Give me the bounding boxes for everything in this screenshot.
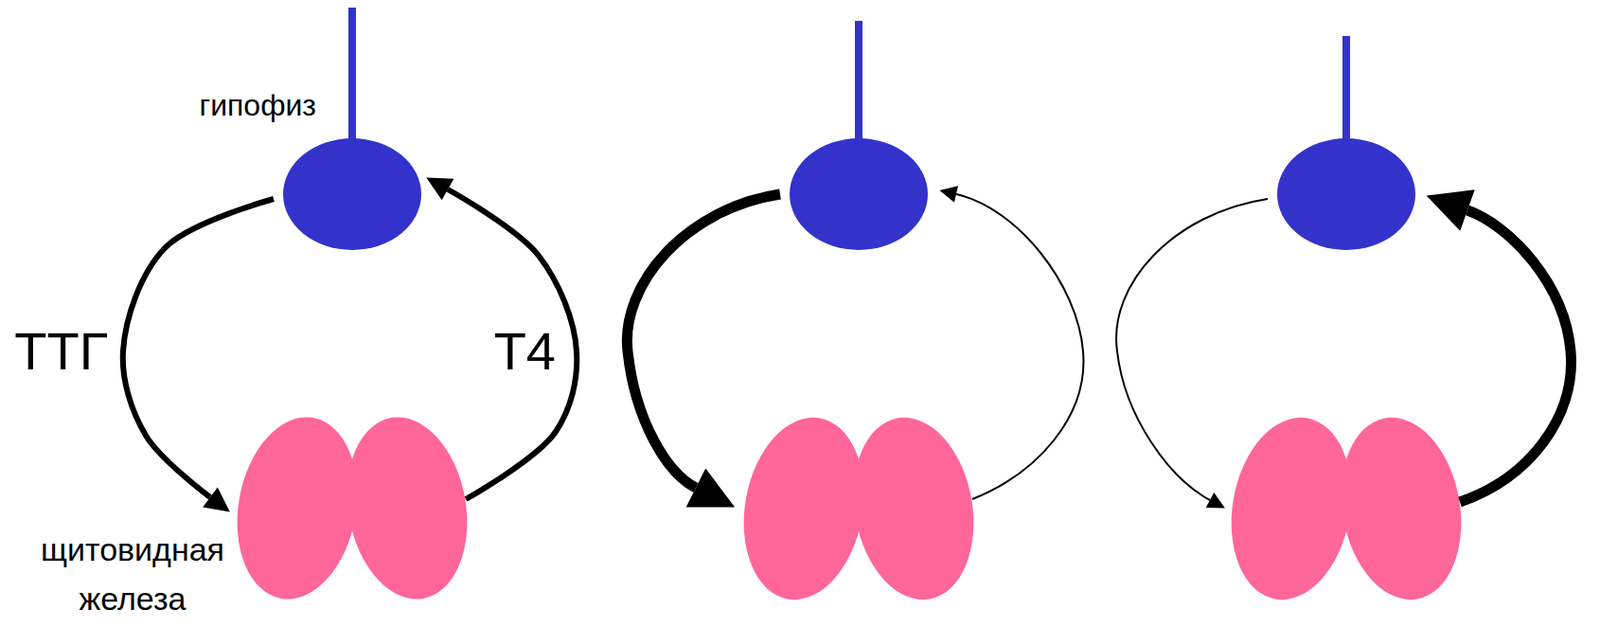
pituitary-stalk (1342, 35, 1351, 141)
hormone-arrow (1116, 198, 1268, 500)
hormone-arrow (626, 194, 781, 488)
pituitary-stalk (854, 20, 863, 141)
pituitary-gland (789, 138, 928, 250)
pituitary-gland-outline (283, 138, 422, 250)
organ-label: гипофиз (198, 87, 317, 124)
hormone-arrow (1459, 210, 1571, 502)
thyroid-gland: щитовидная железа (236, 413, 468, 603)
pituitary-gland: гипофиз (283, 138, 422, 250)
hormone-label: ТТГ (12, 321, 110, 381)
hormone-arrow (123, 198, 274, 498)
thyroid-gland (729, 408, 988, 610)
thyroid-gland (1217, 408, 1476, 610)
panel-high-tsh (626, 20, 1084, 609)
pituitary-gland (1277, 138, 1416, 250)
panel-high-t4 (1116, 35, 1571, 609)
hormone-arrow (447, 189, 577, 499)
hormone-arrow (956, 194, 1084, 499)
thyroid-gland-outline (236, 413, 468, 603)
organ-label: щитовидная железа (40, 524, 225, 623)
hormone-label: Т4 (492, 321, 558, 381)
pituitary-stalk (348, 7, 356, 141)
